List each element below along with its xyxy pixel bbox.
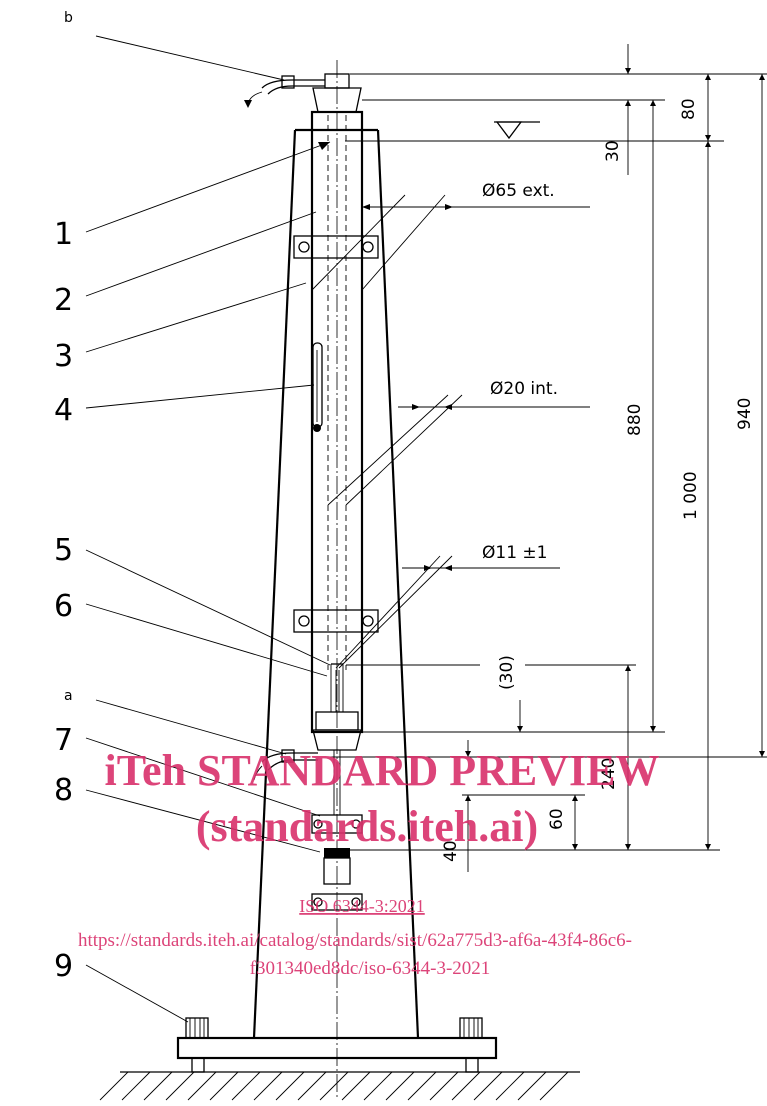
lower-clamp — [293, 609, 379, 633]
watermark-standard: ISO 6344-3:2021 — [299, 896, 425, 916]
callout-2: 2 — [54, 283, 73, 318]
dim-940: 940 — [735, 398, 755, 430]
leader-lines — [85, 35, 331, 1023]
watermark-url-line2: f301340ed8dc/iso-6344-3-2021 — [250, 958, 491, 979]
dim-880: 880 — [625, 404, 645, 436]
watermark-url-line1: https://standards.iteh.ai/catalog/standa… — [78, 930, 632, 951]
watermark-site: (standards.iteh.ai) — [196, 802, 538, 851]
callout-3: 3 — [54, 339, 73, 374]
callout-a: a — [64, 688, 73, 704]
watermark-title: iTeh STANDARD PREVIEW — [105, 746, 660, 795]
callout-9: 9 — [54, 949, 73, 984]
dimension-lines — [311, 44, 767, 872]
callout-6: 6 — [54, 589, 73, 624]
dim-40: 40 — [441, 840, 461, 862]
levelling-screw-right — [459, 1017, 483, 1073]
levelling-screw-left — [185, 1017, 209, 1073]
ground-hatch — [99, 1071, 580, 1101]
upper-clamp — [293, 235, 379, 259]
dim-80: 80 — [679, 98, 699, 120]
hose-a — [253, 749, 318, 781]
dim-60: 60 — [547, 808, 567, 830]
hose-b — [244, 75, 325, 108]
dim-nozzle-diameter: Ø11 ±1 — [482, 543, 547, 563]
dim-30-ref: (30) — [497, 655, 517, 690]
dim-1000: 1 000 — [681, 471, 701, 520]
liquid-level-icon — [495, 121, 523, 140]
dim-int-diameter: Ø20 int. — [490, 379, 558, 399]
callout-1: 1 — [54, 217, 73, 252]
tapered-stand — [252, 128, 420, 1039]
dim-240: 240 — [599, 758, 619, 790]
callout-4: 4 — [54, 393, 73, 428]
callout-7: 7 — [54, 723, 73, 758]
dim-30: 30 — [603, 140, 623, 162]
thermometer — [312, 342, 323, 432]
callout-8: 8 — [54, 773, 73, 808]
callout-5: 5 — [54, 533, 73, 568]
drain-assembly — [311, 750, 363, 911]
callout-b: b — [64, 10, 73, 26]
dim-ext-diameter: Ø65 ext. — [482, 181, 555, 201]
